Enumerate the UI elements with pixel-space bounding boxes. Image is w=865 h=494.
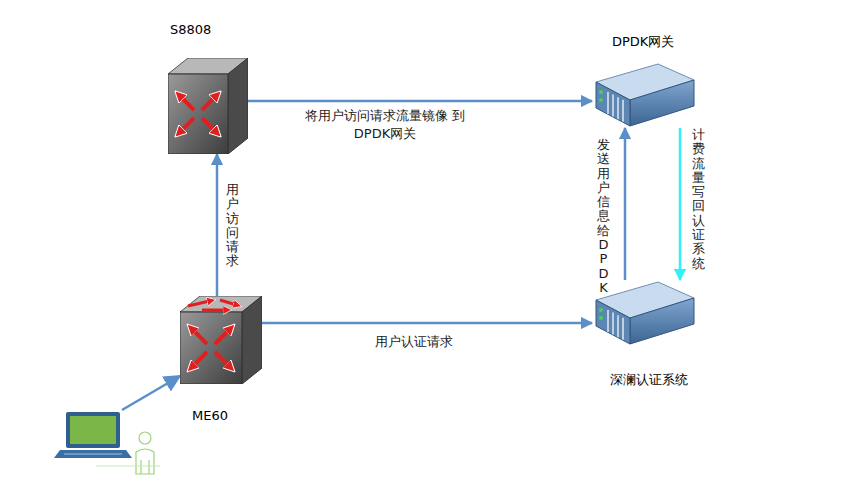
device-label: DPDK网关 [612, 34, 674, 50]
access-line [122, 376, 180, 410]
switch-icon [168, 58, 248, 154]
connector-arrow [216, 154, 219, 296]
edge-label: 将用户访问请求流量镜像 到DPDK网关 [290, 107, 480, 142]
switch-icon [180, 296, 262, 384]
device-label: 深澜认证系统 [610, 372, 688, 388]
device-shape [168, 58, 248, 154]
laptop-icon [54, 412, 132, 458]
server-icon [592, 62, 696, 128]
network-device: DPDK网关 [592, 62, 696, 128]
device-shape [592, 62, 696, 128]
connector-arrow [248, 100, 592, 103]
device-shape [180, 296, 262, 384]
device-label: S8808 [170, 22, 211, 38]
network-device: ME60 [180, 296, 262, 384]
connector-arrow [679, 128, 682, 280]
edge-label: 用户认证请求 [319, 333, 509, 351]
device-label: ME60 [192, 408, 228, 424]
edge-label: 用户访问请求 [226, 183, 239, 269]
network-device: S8808 [168, 58, 248, 154]
person-icon [96, 432, 160, 474]
connector-arrow [624, 128, 627, 280]
edge-label: 计费流量写回认证系统 [692, 128, 705, 271]
edge-label: 发送用户信息给DPDK [597, 138, 610, 295]
connector-arrow [262, 322, 592, 325]
